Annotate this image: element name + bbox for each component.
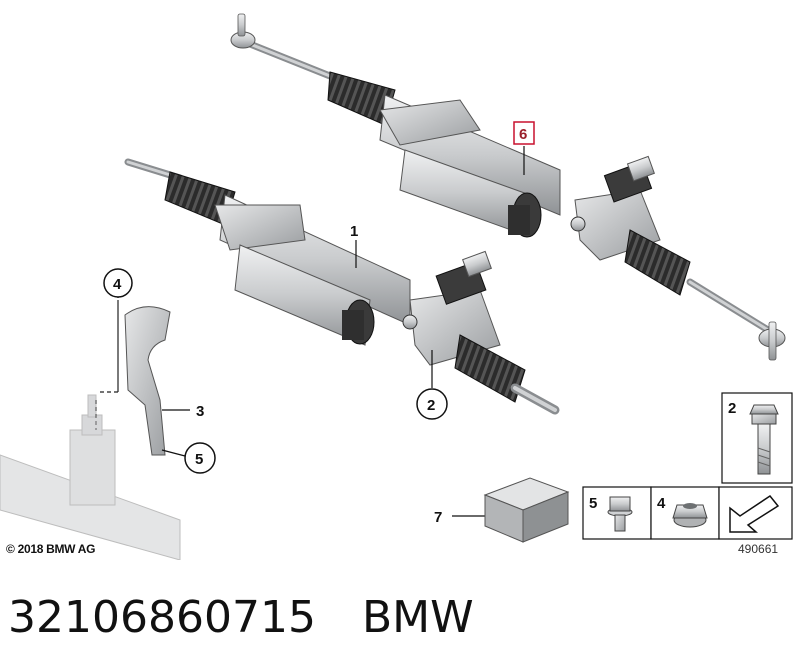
flange-bolt-icon xyxy=(607,496,633,532)
svg-text:4: 4 xyxy=(113,276,122,293)
copyright-notice: © 2018 BMW AG xyxy=(6,542,96,556)
arrow-icon xyxy=(729,494,780,533)
steering-gear-lower xyxy=(124,158,560,415)
steering-gear-background xyxy=(0,394,181,560)
parts-box-5: 5 xyxy=(582,486,652,540)
brand-name: BMW xyxy=(361,592,474,643)
callout-5: 5 xyxy=(184,442,216,474)
svg-text:3: 3 xyxy=(196,403,204,420)
parts-box-4: 4 xyxy=(650,486,720,540)
svg-text:6: 6 xyxy=(519,126,527,143)
part-caption: 32106860715 BMW xyxy=(8,588,474,648)
callout-3: 3 xyxy=(196,403,204,420)
svg-text:1: 1 xyxy=(350,223,358,240)
callout-2: 2 xyxy=(416,388,448,420)
callout-6-highlighted: 6 xyxy=(513,121,535,145)
svg-text:2: 2 xyxy=(427,397,435,414)
grease-pack-icon xyxy=(483,477,570,543)
svg-text:7: 7 xyxy=(434,509,442,526)
svg-text:2: 2 xyxy=(728,400,736,417)
leader-lines xyxy=(117,146,525,517)
steering-gear-upper xyxy=(230,13,786,361)
catalog-number: 490661 xyxy=(738,542,779,556)
parts-box-arrow xyxy=(718,486,793,540)
svg-text:4: 4 xyxy=(657,495,666,512)
svg-text:5: 5 xyxy=(195,451,203,468)
callout-7: 7 xyxy=(434,509,442,526)
callout-1: 1 xyxy=(350,223,358,240)
flange-nut-icon xyxy=(672,503,708,528)
steering-gear-diagram: 1 2 3 4 5 6 7 2 xyxy=(0,13,793,560)
part-number: 32106860715 xyxy=(8,592,316,643)
bolt-icon xyxy=(749,404,779,475)
svg-text:5: 5 xyxy=(589,495,597,512)
callout-4: 4 xyxy=(103,268,133,298)
parts-box-2: 2 xyxy=(721,392,793,484)
